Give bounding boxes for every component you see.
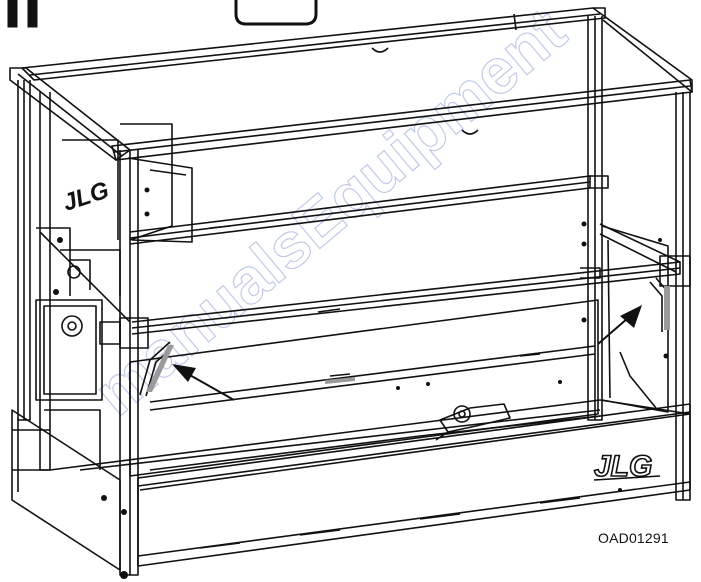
arrow-right	[597, 305, 642, 345]
arrow-left	[172, 364, 235, 401]
left-kickplate	[11, 409, 121, 571]
back-panel	[129, 299, 599, 477]
post-front-left	[119, 150, 139, 576]
mid-rail-left	[39, 231, 131, 323]
left-brace	[139, 341, 171, 396]
front-kickplate	[137, 403, 691, 567]
brand-logo-side: JLG	[59, 177, 112, 217]
top-rail-back	[21, 7, 606, 81]
platform-frame	[9, 7, 693, 576]
control-box	[120, 123, 173, 241]
top-rail-left	[9, 67, 131, 161]
fasteners	[53, 187, 669, 579]
top-edge-fragments	[7, 0, 318, 28]
shaded-rails	[146, 286, 670, 392]
brand-logo-underline	[593, 475, 661, 481]
top-rail-front	[111, 79, 693, 161]
figure-code: OAD01291	[598, 530, 669, 546]
top-rail-right	[592, 7, 693, 93]
floor	[49, 399, 691, 491]
